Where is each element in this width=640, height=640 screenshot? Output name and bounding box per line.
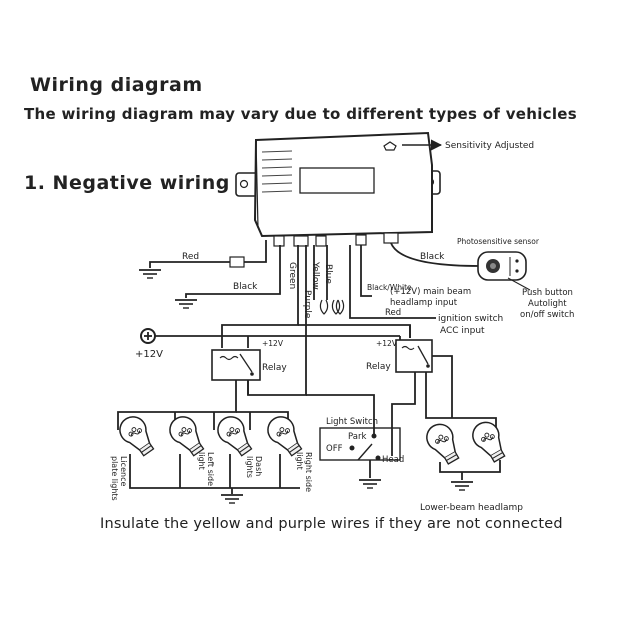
light-switch-label: Light Switch: [326, 417, 378, 427]
main-beam-label-2: headlamp input: [390, 298, 458, 308]
lamp-licence-label-1: Licence: [119, 456, 128, 486]
diagram-subtitle: The wiring diagram may vary due to diffe…: [24, 105, 578, 123]
photosensor-label: Photosensitive sensor: [457, 237, 540, 246]
head-label: Head: [382, 455, 404, 465]
inline-fuse: [229, 256, 245, 268]
purple-label: Purple: [302, 290, 312, 319]
lamp-dash-label-1: Dash: [254, 456, 263, 476]
controller-module: [235, 131, 441, 247]
light-switch: [319, 427, 401, 461]
push-button-label-1: Push button: [522, 288, 573, 298]
plus12v-label: +12V: [135, 349, 163, 360]
black-right-label: Black: [420, 252, 445, 262]
relay-right-plus: +12V: [376, 339, 398, 348]
park-label: Park: [348, 432, 366, 442]
relay-right-label: Relay: [366, 362, 391, 372]
lamp-right-label-1: Right side: [304, 452, 313, 492]
relay-left-plus: +12V: [262, 339, 284, 348]
lamp-left-label-1: Left side: [206, 452, 215, 486]
relay-right: [395, 339, 433, 373]
blue-label: Blue: [323, 264, 333, 284]
battery-plus-terminal: [140, 328, 156, 344]
photosensitive-sensor: [477, 251, 527, 281]
yellow-label: Yellow: [310, 261, 320, 290]
main-beam-label-1: (+12V) main beam: [390, 287, 471, 297]
section-heading: 1. Negative wiring: [24, 172, 230, 194]
sensitivity-label: Sensitivity Adjusted: [445, 141, 534, 151]
lamp-right-label-2: light: [295, 452, 304, 470]
lamp-dash-label-2: lights: [245, 456, 254, 478]
black-left-label: Black: [233, 282, 258, 292]
lower-beam-label: Lower-beam headlamp: [420, 503, 523, 513]
red-right-label: Red: [385, 308, 401, 318]
ignition-label-2: ACC input: [440, 326, 485, 336]
lamp-licence-label-2: plate lights: [110, 456, 119, 501]
lamp-left-label-2: light: [197, 452, 206, 470]
black-white-label: Black/White: [367, 283, 412, 292]
diagram-title: Wiring diagram: [30, 74, 203, 96]
ignition-label-1: ignition switch: [438, 314, 503, 324]
green-label: Green: [287, 262, 297, 289]
bulb-lower-beam-left: [421, 418, 466, 469]
push-button-label-2: Autolight: [528, 299, 567, 309]
off-label: OFF: [326, 444, 343, 454]
red-left-label: Red: [182, 252, 199, 262]
bulb-lower-beam-right: [467, 416, 512, 467]
push-button-label-3: on/off switch: [520, 310, 574, 320]
footer-note: Insulate the yellow and purple wires if …: [100, 516, 563, 532]
relay-left: [211, 349, 261, 381]
bulb-licence-plate: [114, 411, 161, 461]
relay-left-label: Relay: [262, 363, 287, 373]
